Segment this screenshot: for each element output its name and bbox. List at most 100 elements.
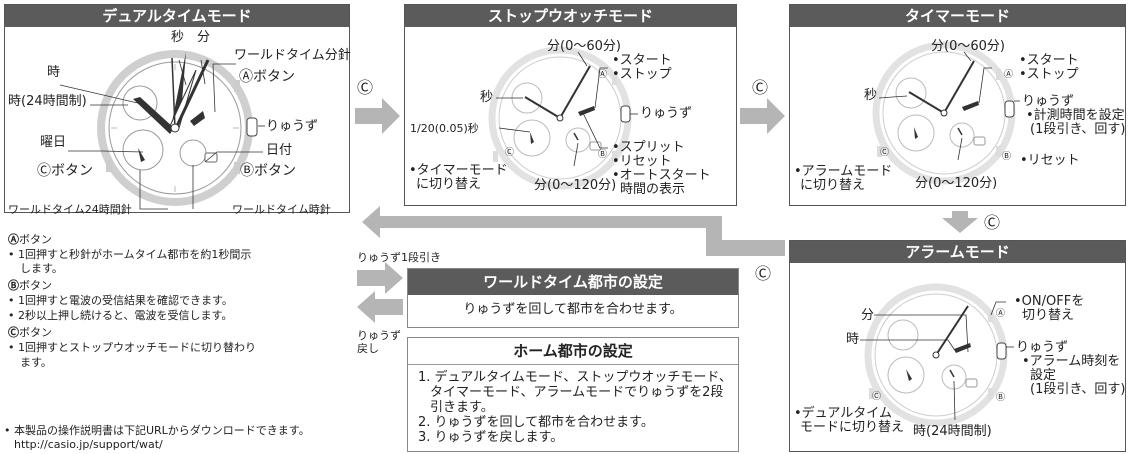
b-button-note-2: • 2秒以上押し続けると、電波を受信します。 — [8, 309, 233, 322]
c-mark-3: Ⓒ — [984, 213, 1001, 232]
tm-c-mark: Ⓒ — [880, 148, 890, 158]
dual-day-label: 曜日 — [40, 135, 67, 150]
dual-c-button-label: Ⓒボタン — [37, 163, 93, 179]
tm-min-top-label: 分(0〜60分) — [931, 39, 1005, 54]
c-mark-1: Ⓒ — [357, 78, 374, 97]
al-switch-label-1: •デュアルタイム — [794, 406, 893, 421]
timer-title: タイマーモード — [790, 5, 1125, 27]
tm-sec-label: 秒 — [864, 88, 878, 103]
tm-set-label-2: (1段引き、回す) — [1030, 122, 1126, 137]
tm-start-label: •スタート — [1019, 53, 1079, 68]
b-button-note-heading: Ⓑボタン — [8, 279, 52, 292]
al-min-label: 分 — [861, 308, 875, 323]
manual-download-note: • 本製品の操作説明書は下記URLからダウンロードできます。 — [4, 424, 310, 437]
crown-pull-label: りゅうず1段引き — [357, 251, 441, 264]
manual-download-url[interactable]: http://casio.jp/support/wat/ — [14, 438, 163, 451]
dual-sec-label: 秒 — [171, 30, 185, 45]
tm-a-mark: Ⓐ — [1004, 70, 1014, 80]
c-button-note-heading: Ⓒボタン — [8, 326, 52, 339]
al-a-mark: Ⓐ — [996, 309, 1006, 319]
sw-sec-label: 秒 — [480, 90, 494, 105]
sw-start-label: •スタート — [612, 53, 672, 68]
dual-wt-hour-label: ワールドタイム時針 — [232, 203, 331, 216]
stopwatch-title: ストップウオッチモード — [405, 5, 736, 27]
sw-split-label: •スプリット — [612, 140, 685, 155]
world-city-box: ワールドタイム都市の設定 りゅうずを回して都市を合わせます。 — [407, 268, 739, 328]
al-onoff-label-2: 切り替え — [1022, 308, 1075, 323]
sw-min-top-label: 分(0〜60分) — [547, 39, 621, 54]
a-button-glyph: Ⓐ — [8, 233, 19, 246]
dual-date-label: 日付 — [266, 143, 293, 158]
tm-switch-label-2: に切り替え — [800, 178, 866, 193]
tm-b-mark: Ⓑ — [1002, 152, 1012, 162]
arrow-stopwatch-to-timer — [740, 98, 785, 134]
al-set-label-2: 設定 — [1030, 368, 1057, 383]
home-city-line-2: タイマーモード、アラームモードでりゅうずを2段 — [430, 385, 724, 400]
c-button-note-2: ます。 — [20, 356, 52, 369]
arrow-timer-to-alarm — [942, 211, 978, 233]
al-set-label-1: •アラーム時刻を — [1022, 354, 1121, 369]
world-city-title: ワールドタイム都市の設定 — [408, 269, 738, 295]
home-city-box: ホーム都市の設定 1. デュアルタイムモード、ストップウオッチモード、 タイマー… — [407, 337, 739, 452]
al-switch-label-2: モードに切り替え — [800, 420, 905, 435]
home-city-title: ホーム都市の設定 — [408, 338, 738, 365]
dual-crown-label: りゅうず — [266, 119, 319, 134]
b-button-glyph: Ⓑ — [8, 279, 19, 292]
tm-stop-label: •ストップ — [1019, 67, 1079, 82]
al-hour24-label: 時(24時間制) — [913, 424, 992, 439]
tm-crown-label: りゅうず — [1022, 94, 1075, 109]
sw-auto-label-2: 時間の表示 — [620, 182, 686, 197]
tm-reset-label: •リセット — [1020, 153, 1080, 168]
c-mark-4: Ⓒ — [755, 264, 772, 283]
al-set-label-3: (1段引き、回す) — [1030, 382, 1126, 397]
sw-stop-label: •ストップ — [612, 67, 672, 82]
tm-set-label-1: •計測時間を設定 — [1026, 108, 1125, 123]
sw-c-mark: Ⓒ — [505, 148, 515, 158]
home-city-line-4: 2. りゅうずを回して都市を合わせます。 — [418, 415, 654, 430]
sw-switch-label-2: に切り替え — [416, 177, 482, 192]
sw-fine-label: 1/20(0.05)秒 — [410, 122, 479, 135]
dual-wt24-label: ワールドタイム24時間針 — [8, 203, 132, 216]
sw-b-mark: Ⓑ — [598, 150, 608, 160]
al-hour-label: 時 — [846, 332, 860, 347]
home-city-line-5: 3. りゅうずを戻します。 — [418, 430, 564, 445]
world-city-body: りゅうずを回して都市を合わせます。 — [463, 302, 683, 317]
dual-min-label: 分 — [197, 30, 211, 45]
arrow-from-world-city — [357, 291, 403, 323]
tm-min-bottom-label: 分(0〜120分) — [915, 176, 998, 191]
a-button-note-1: • 1回押すと秒針がホームタイム都市を約1秒間示 — [8, 248, 252, 261]
dual-hour24-label: 時(24時間制) — [8, 94, 87, 109]
arrow-dual-to-stopwatch — [355, 98, 400, 134]
sw-reset-label: •リセット — [612, 154, 672, 169]
dual-hour-label: 時 — [47, 65, 61, 80]
al-c-mark: Ⓒ — [872, 392, 882, 402]
sw-a-mark: Ⓐ — [598, 70, 608, 80]
sw-min-bottom-label: 分(0〜120分) — [534, 178, 617, 193]
al-crown-label: りゅうず — [1016, 340, 1069, 355]
sw-switch-label-1: •タイマーモード — [409, 163, 508, 178]
a-button-note-heading: Ⓐボタン — [8, 233, 52, 246]
c-button-glyph: Ⓒ — [8, 326, 19, 339]
c-mark-2: Ⓒ — [752, 78, 769, 97]
b-button-note-1: • 1回押すと電波の受信結果を確認できます。 — [8, 294, 233, 307]
a-button-note-2: します。 — [20, 262, 63, 275]
al-onoff-label-1: •ON/OFFを — [1014, 294, 1085, 309]
dual-a-button-label: Ⓐボタン — [239, 69, 295, 85]
al-b-mark: Ⓑ — [996, 393, 1006, 403]
home-city-line-3: 引きます。 — [430, 400, 494, 415]
sw-auto-label: •オートスタート — [612, 168, 711, 183]
sw-crown-label: りゅうず — [640, 106, 693, 121]
dual-b-button-label: Ⓑボタン — [240, 163, 296, 179]
crown-push-label-2: 戻し — [357, 342, 379, 355]
home-city-line-1: 1. デュアルタイムモード、ストップウオッチモード、 — [418, 370, 732, 385]
arrow-alarm-to-dual — [362, 206, 785, 256]
arrow-to-world-city — [357, 262, 403, 294]
dual-wt-min-label: ワールドタイム分針 — [234, 48, 351, 63]
c-button-note-1: • 1回押すとストップウオッチモードに切り替わり — [8, 341, 256, 354]
dual-time-title: デュアルタイムモード — [5, 5, 349, 27]
